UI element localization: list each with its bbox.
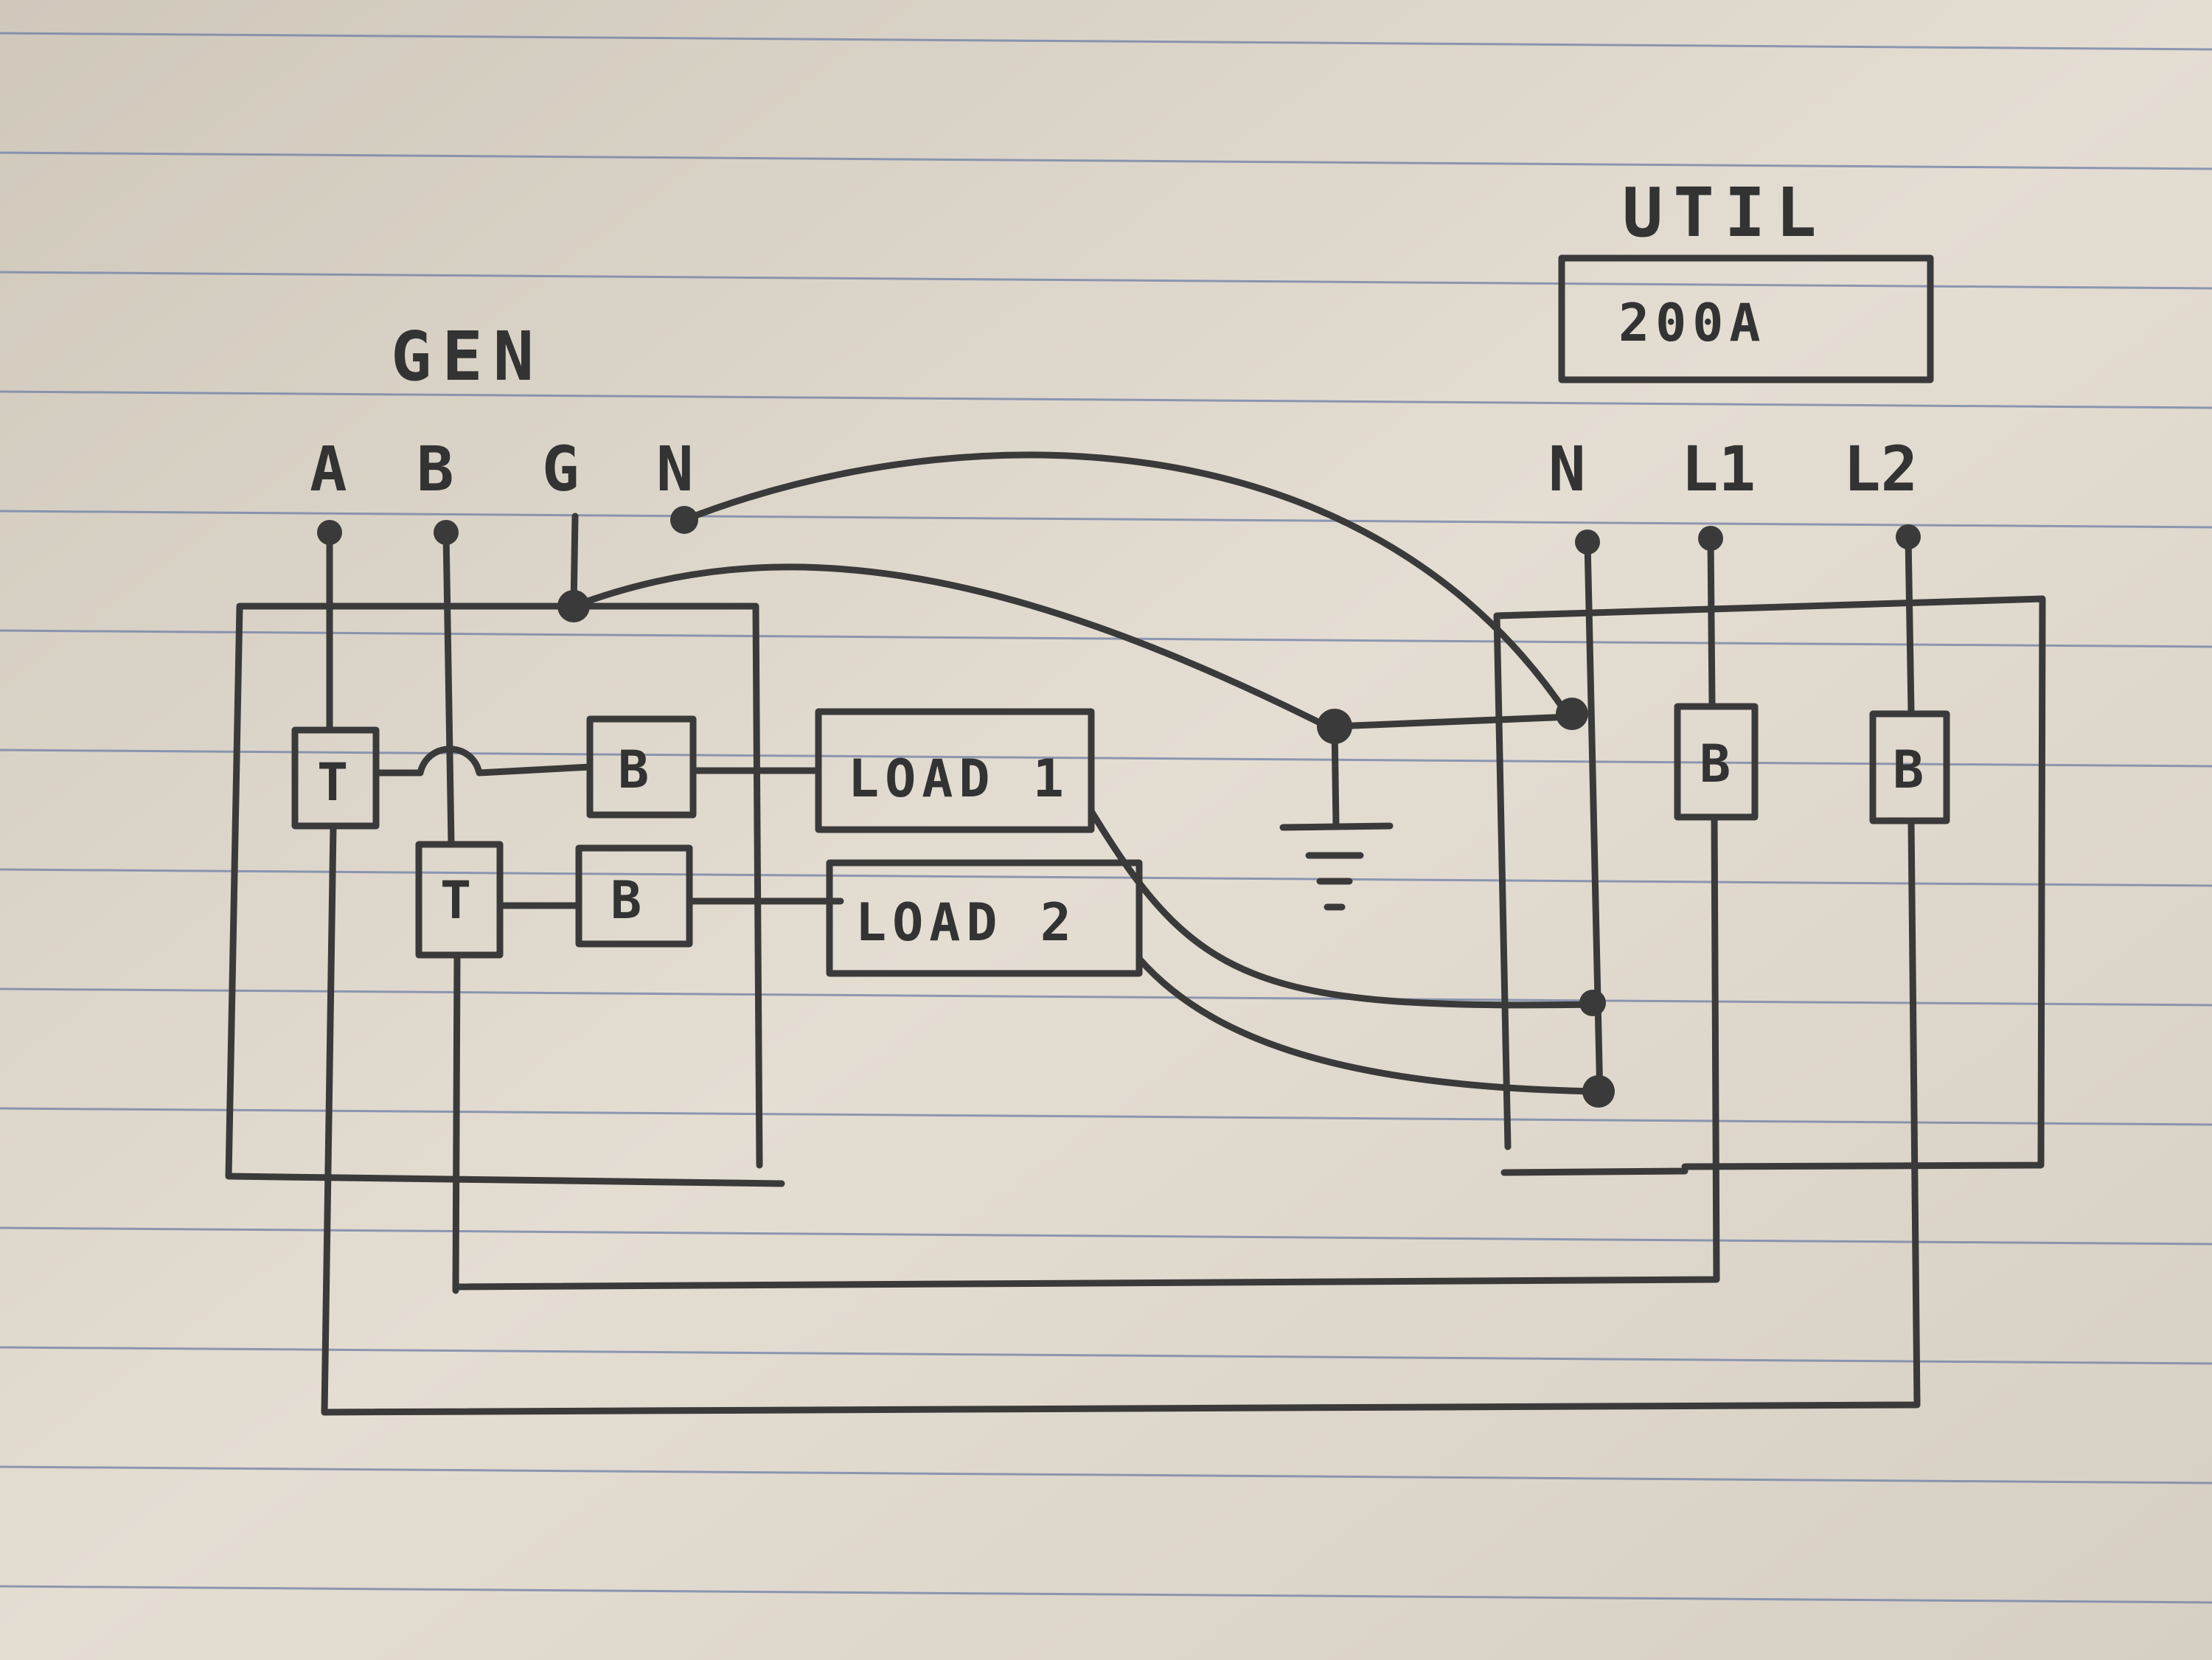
gen-terminal-n-label: N (656, 433, 694, 505)
load-2-label: LOAD 2 (855, 892, 1077, 953)
ruled-line (0, 271, 2212, 290)
neutral-bar-node-load2 (1582, 1075, 1615, 1108)
util-terminal-l1-label: L1 (1681, 433, 1756, 505)
transfer-switch-2-label: T (440, 870, 477, 931)
ruled-lines (0, 32, 2212, 1604)
wire-util-l2-in (1905, 533, 1915, 715)
main-breaker-label: 200A (1618, 293, 1767, 353)
wire-t1-to-b1 (372, 746, 594, 777)
grounding-section (1279, 709, 1574, 911)
ruled-line (0, 390, 2212, 409)
breaker-1-label: B (618, 740, 655, 800)
wire-util-l1-out (452, 813, 1720, 1291)
ruled-line (0, 1346, 2212, 1365)
ruled-line (0, 1226, 2212, 1246)
ruled-line (0, 510, 2212, 529)
neutral-bar-node-load1 (1579, 990, 1606, 1016)
ruled-line (0, 1465, 2212, 1484)
ruled-line (0, 32, 2212, 51)
ruled-line (0, 629, 2212, 648)
wire-bond-to-neutral-bar (1331, 713, 1574, 730)
util-terminal-n-label: N (1548, 433, 1586, 505)
util-breaker-l2-label: B (1893, 740, 1930, 800)
load-2-box (826, 859, 1143, 977)
load-1-box (815, 708, 1095, 833)
ground-rod-wire (1331, 723, 1340, 830)
wire-gen-b (442, 529, 455, 848)
load-1-label: LOAD 1 (848, 749, 1070, 809)
breaker-2-label: B (611, 870, 647, 931)
wire-load1-neutral (1088, 808, 1596, 1009)
utility-section: UTIL 200A N L1 L2 B B (321, 173, 2046, 1416)
wire-util-l2-out (321, 817, 1921, 1416)
loads-section: LOAD 1 LOAD 2 (815, 708, 1604, 1095)
wire-t2-out (452, 951, 461, 1294)
gen-terminal-b-label: B (417, 433, 454, 505)
breaker-1 (586, 715, 697, 819)
ruled-line (0, 1585, 2212, 1604)
wire-t1-out (321, 822, 337, 1416)
transfer-switch-1-label: T (317, 752, 354, 813)
main-breaker-box (1558, 254, 1934, 383)
util-terminal-l2-label: L2 (1843, 433, 1918, 505)
ground-symbol (1279, 822, 1394, 911)
ruled-line (0, 868, 2212, 887)
ruled-line (0, 151, 2212, 170)
gen-title: GEN (391, 317, 544, 396)
gen-terminal-a-label: A (310, 433, 347, 505)
util-panel-enclosure (1493, 595, 2046, 1176)
wire-util-l1-in (1707, 535, 1716, 708)
util-breaker-l1-label: B (1700, 734, 1736, 794)
generator-section: GEN A B G N T B T B (225, 317, 1571, 1416)
wire-gen-neutral (681, 451, 1571, 718)
ruled-line (0, 749, 2212, 768)
gen-terminal-g-label: G (542, 433, 580, 505)
breaker-2 (575, 844, 693, 948)
util-title: UTIL (1622, 173, 1827, 252)
neutral-bar-node-top (1556, 698, 1588, 730)
ruled-line (0, 987, 2212, 1007)
wire-gen-ground-to-bond (570, 563, 1331, 730)
ruled-line (0, 1107, 2212, 1126)
gen-panel-enclosure (225, 602, 785, 1187)
